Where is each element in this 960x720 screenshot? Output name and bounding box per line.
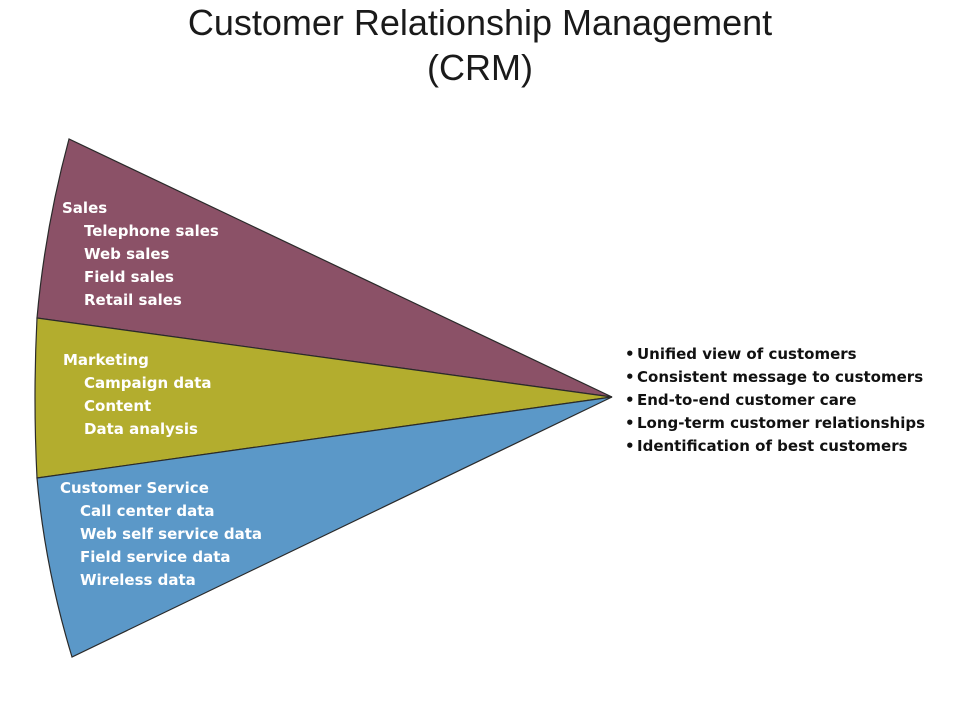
- customer-service-item: Field service data: [80, 548, 231, 566]
- sales-item: Web sales: [84, 245, 170, 263]
- benefit-item: Consistent message to customers: [637, 368, 923, 386]
- customer-service-item: Call center data: [80, 502, 215, 520]
- customer-service-item: Wireless data: [80, 571, 196, 589]
- benefit-item: Unified view of customers: [637, 345, 857, 363]
- title-line-1: Customer Relationship Management: [187, 2, 773, 43]
- sales-item: Retail sales: [84, 291, 182, 309]
- benefit-item: Identification of best customers: [637, 437, 908, 455]
- benefit-item: End-to-end customer care: [637, 391, 856, 409]
- marketing-item: Data analysis: [84, 420, 198, 438]
- customer-service-segment: [36, 396, 613, 658]
- benefit-bullet: •: [625, 437, 635, 455]
- benefit-bullet: •: [625, 345, 635, 363]
- benefit-bullet: •: [625, 368, 635, 386]
- sales-item: Field sales: [84, 268, 174, 286]
- title-line-2: (CRM): [427, 47, 533, 88]
- page-title: Customer Relationship Management (CRM): [0, 0, 960, 90]
- marketing-item: Content: [84, 397, 151, 415]
- customer-service-item: Web self service data: [80, 525, 262, 543]
- sales-item: Telephone sales: [84, 222, 219, 240]
- benefit-bullet: •: [625, 391, 635, 409]
- sales-heading: Sales: [62, 199, 107, 217]
- customer-service-heading: Customer Service: [60, 479, 209, 497]
- benefit-bullet: •: [625, 414, 635, 432]
- marketing-heading: Marketing: [63, 351, 149, 369]
- benefit-item: Long-term customer relationships: [637, 414, 925, 432]
- marketing-item: Campaign data: [84, 374, 212, 392]
